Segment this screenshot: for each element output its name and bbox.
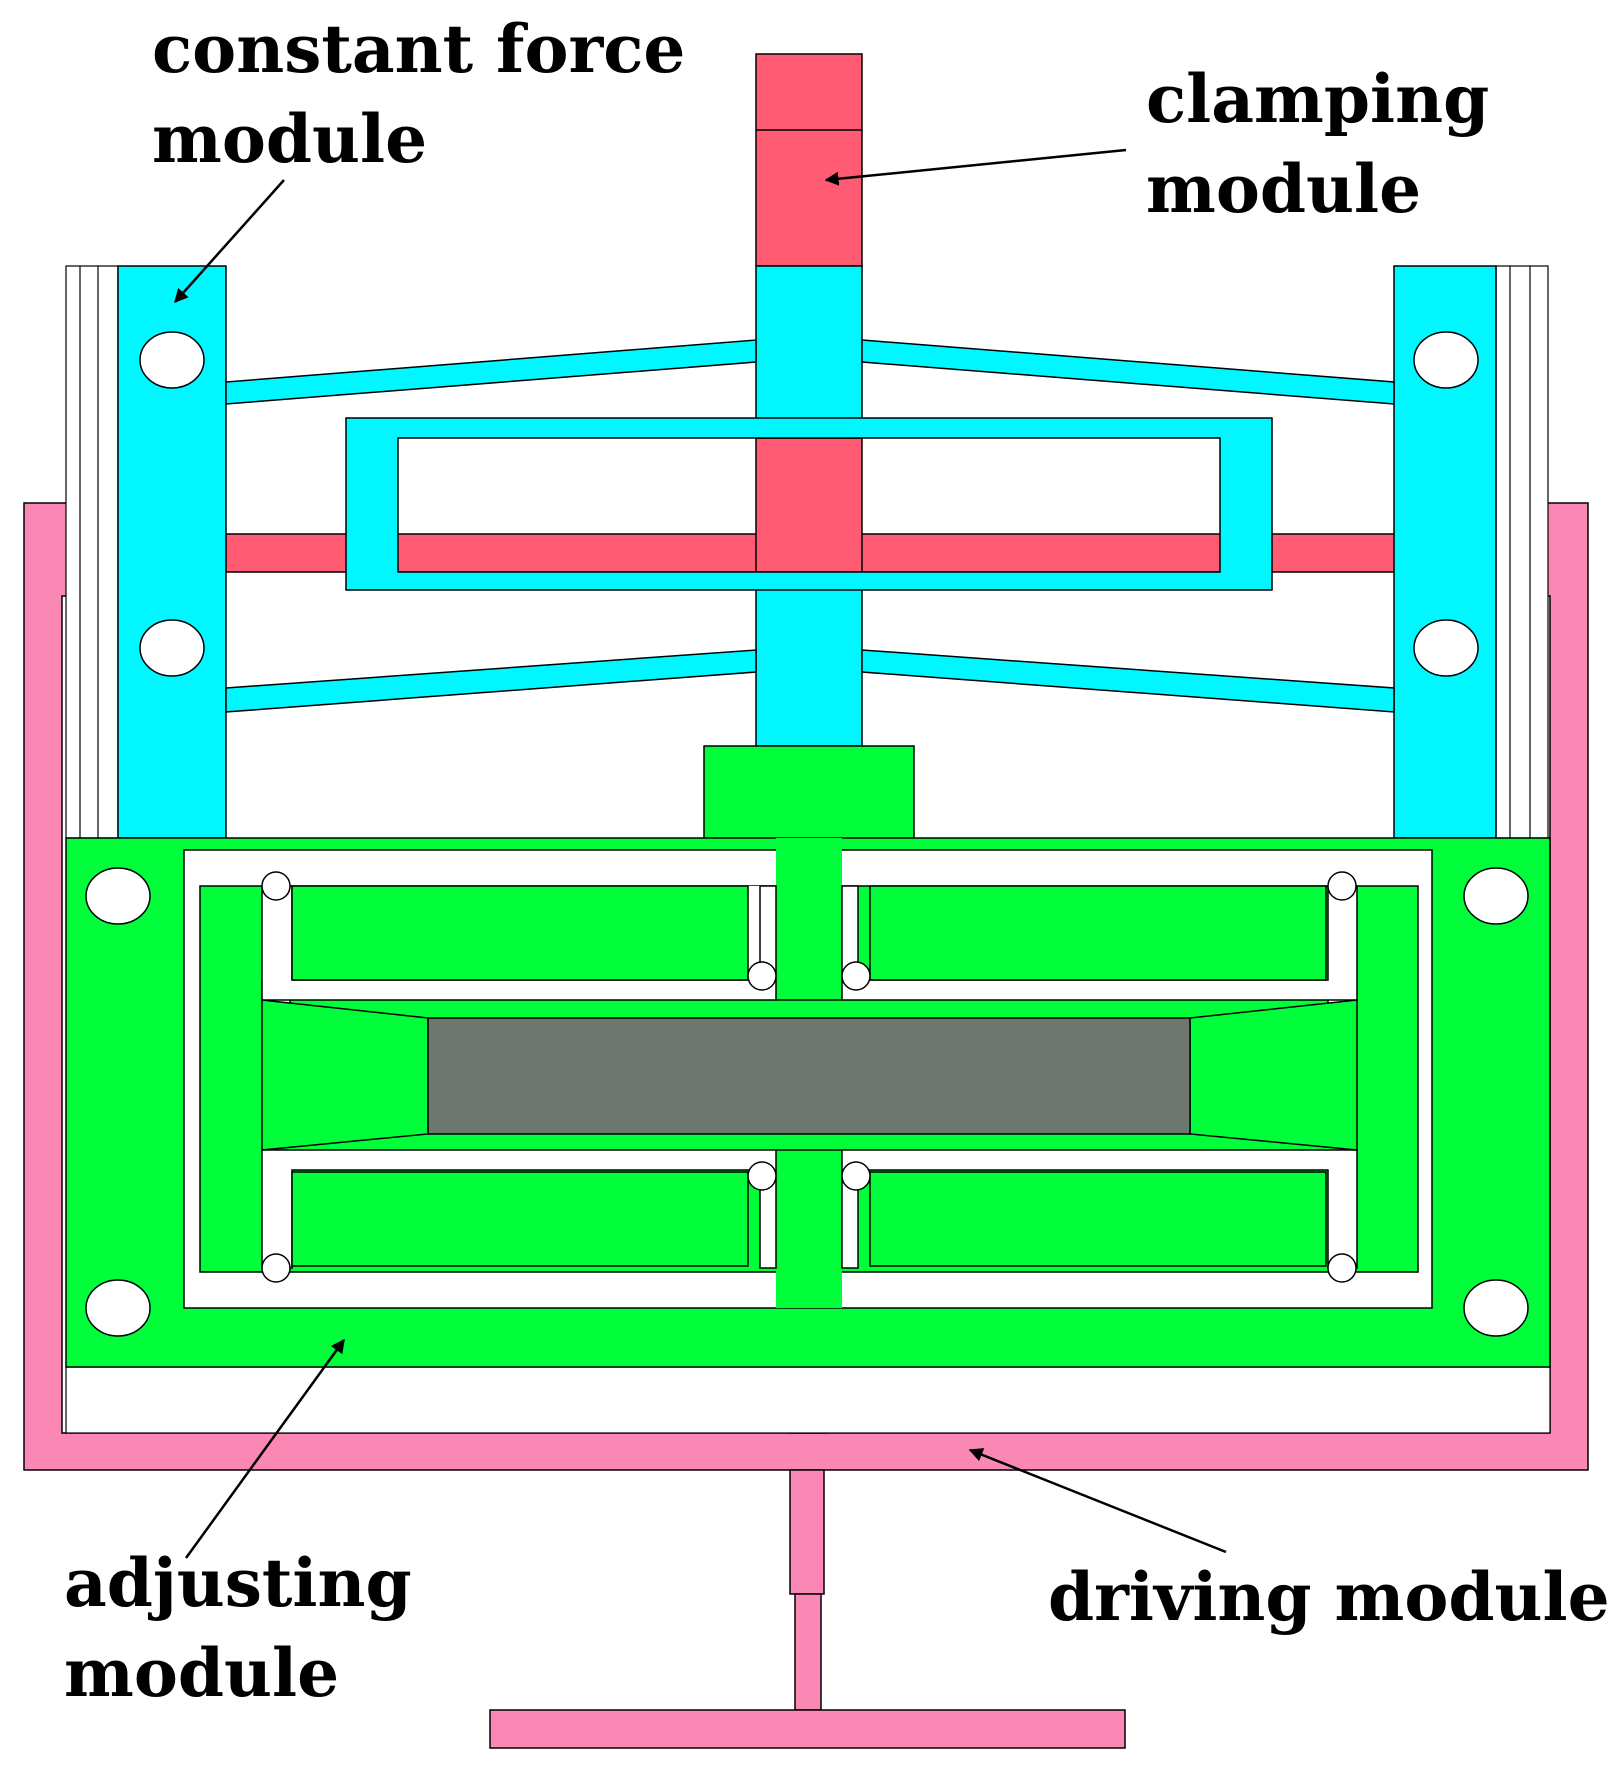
label-line: driving module [1048,1558,1610,1636]
label-line: module [152,100,428,178]
clamp-top-block [755,53,863,267]
label-line: constant force [152,10,686,88]
cf-rectangular-frame [345,417,1273,591]
hole [1463,1279,1529,1337]
hole [1463,867,1529,925]
label-driving-module: driving module [1048,1552,1610,1642]
label-line: clamping [1146,60,1490,138]
label-constant-force-module: constant force module [152,4,685,184]
hole [139,331,205,389]
driving-base-plate [489,1709,1126,1749]
hole [1413,619,1479,677]
cf-beam-lower-left [225,649,757,713]
specimen [427,1017,1191,1135]
adj-top-boss [703,745,915,841]
label-line: adjusting [64,1544,412,1622]
hole [85,1279,151,1337]
leader-arrows [174,148,1227,1559]
hole [1413,331,1479,389]
cf-beam-upper-left [225,339,757,405]
driving-rod-upper [789,1469,825,1595]
label-adjusting-module: adjusting module [64,1538,412,1718]
cf-beam-upper-right [861,339,1395,405]
cf-center-stem-upper [755,265,863,439]
driving-rod-lower [794,1593,822,1711]
bottom-white-bar [65,1366,1551,1434]
arrow-adjusting [184,1338,346,1559]
label-line: module [64,1634,340,1712]
driving-module [23,502,1589,1749]
clamp-center-post [755,437,863,573]
adj-right-grip [1189,999,1358,1151]
arrow-clamping [824,148,1127,186]
guide-rails [65,265,1551,1434]
label-line: module [1146,150,1422,228]
label-clamping-module: clamping module [1146,54,1489,234]
constant-force-module [117,265,1497,839]
cf-beam-lower-right [861,649,1395,713]
hole [85,867,151,925]
adj-left-grip [261,999,429,1151]
cf-center-stem-lower [755,587,863,747]
hole [139,619,205,677]
arrow-constant-force [174,179,285,304]
arrow-driving [968,1448,1227,1554]
